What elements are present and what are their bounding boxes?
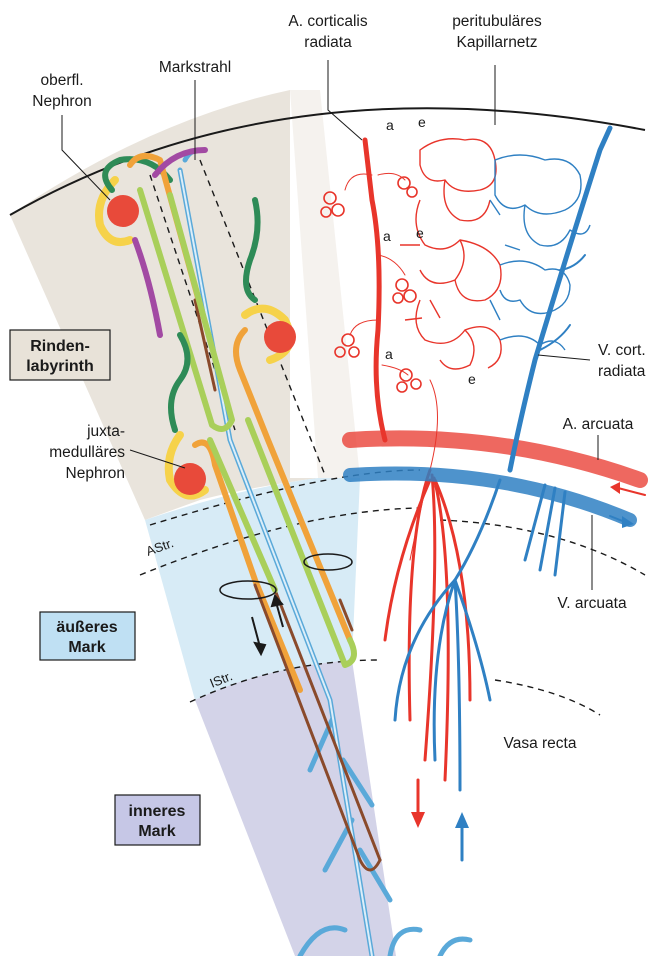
label-juxta-3: Nephron bbox=[66, 465, 125, 482]
tuft-3a bbox=[396, 279, 408, 291]
tuft-5b bbox=[411, 379, 421, 389]
capillary-blue-5 bbox=[490, 200, 520, 320]
label-v-cort-1: V. cort. bbox=[598, 342, 646, 359]
vasa-recta-arrow-up-head bbox=[455, 812, 469, 828]
box-inneres-line1: inneres bbox=[129, 803, 186, 820]
capillary-blue-1 bbox=[495, 155, 581, 214]
venous-tree bbox=[350, 128, 634, 860]
label-a-3: a bbox=[385, 346, 393, 362]
papilla-base-3 bbox=[440, 939, 470, 956]
superficial-glomerulus bbox=[107, 195, 139, 227]
label-a-cort-1: A. corticalis bbox=[288, 13, 367, 30]
boundary-right-1 bbox=[440, 520, 645, 575]
juxta-glomerulus bbox=[174, 463, 206, 495]
label-v-cort-2: radiata bbox=[598, 363, 646, 380]
artery-branch-4 bbox=[350, 320, 378, 335]
artery-branch-3 bbox=[378, 255, 405, 275]
box-rinde-line1: Rinden- bbox=[30, 338, 90, 355]
vasa-recta-vein-main bbox=[455, 480, 500, 580]
medullary-ray-strip bbox=[290, 90, 360, 478]
label-a-2: a bbox=[383, 228, 391, 244]
v-arcuata bbox=[350, 473, 630, 520]
capillary-blue-4 bbox=[500, 336, 565, 350]
box-inneres-line2: Mark bbox=[138, 823, 175, 840]
capillary-red-5 bbox=[416, 300, 474, 369]
label-a-1: a bbox=[386, 117, 394, 133]
label-vasa-recta: Vasa recta bbox=[504, 735, 577, 752]
vasa-recta-arrow-down-head bbox=[411, 812, 425, 828]
a-arcuata-arrow-head bbox=[610, 482, 620, 494]
capillary-red-1 bbox=[420, 139, 496, 192]
tuft-4c bbox=[349, 347, 359, 357]
box-aeusseres-line1: äußeres bbox=[56, 619, 117, 636]
label-a-cort-2: radiata bbox=[304, 34, 352, 51]
tuft-2b bbox=[407, 187, 417, 197]
label-e-3: e bbox=[468, 371, 476, 387]
label-markstrahl: Markstrahl bbox=[159, 59, 231, 76]
mid-glomerulus bbox=[264, 321, 296, 353]
label-peritub-2: Kapillarnetz bbox=[457, 34, 538, 51]
label-oberfl-2: Nephron bbox=[32, 93, 91, 110]
tuft-3c bbox=[393, 293, 403, 303]
label-juxta-1: juxta- bbox=[86, 423, 125, 440]
a-corticalis-radiata bbox=[365, 140, 385, 440]
vasa-recta-vein-4 bbox=[455, 580, 460, 790]
label-a-arcuata: A. arcuata bbox=[563, 416, 634, 433]
capillary-red-6 bbox=[465, 327, 501, 368]
label-e-2: e bbox=[416, 225, 424, 241]
vasa-recta-vein-2 bbox=[434, 580, 455, 760]
vasa-recta-art-4 bbox=[385, 480, 430, 640]
boundary-right-2 bbox=[495, 680, 600, 715]
tuft-1b bbox=[332, 204, 344, 216]
tuft-5a bbox=[400, 369, 412, 381]
a-arcuata-arrow-line bbox=[618, 488, 645, 495]
leader-a-cort bbox=[328, 60, 362, 140]
capillary-red-4 bbox=[455, 240, 501, 301]
label-oberfl-1: oberfl. bbox=[40, 72, 83, 89]
artery-branch-2 bbox=[378, 173, 405, 180]
arcuate-tributary-3 bbox=[555, 492, 565, 575]
capillary-red-3 bbox=[416, 200, 464, 283]
label-v-arcuata: V. arcuata bbox=[557, 595, 627, 612]
box-aeusseres-line2: Mark bbox=[68, 639, 105, 656]
tuft-3b bbox=[404, 290, 416, 302]
label-peritub-1: peritubuläres bbox=[452, 13, 542, 30]
label-juxta-2: medulläres bbox=[49, 444, 125, 461]
leader-v-cort bbox=[538, 355, 590, 360]
zone-backgrounds bbox=[10, 90, 396, 956]
box-rinde-line2: labyrinth bbox=[26, 358, 94, 375]
label-e-1: e bbox=[418, 114, 426, 130]
tuft-5c bbox=[397, 382, 407, 392]
